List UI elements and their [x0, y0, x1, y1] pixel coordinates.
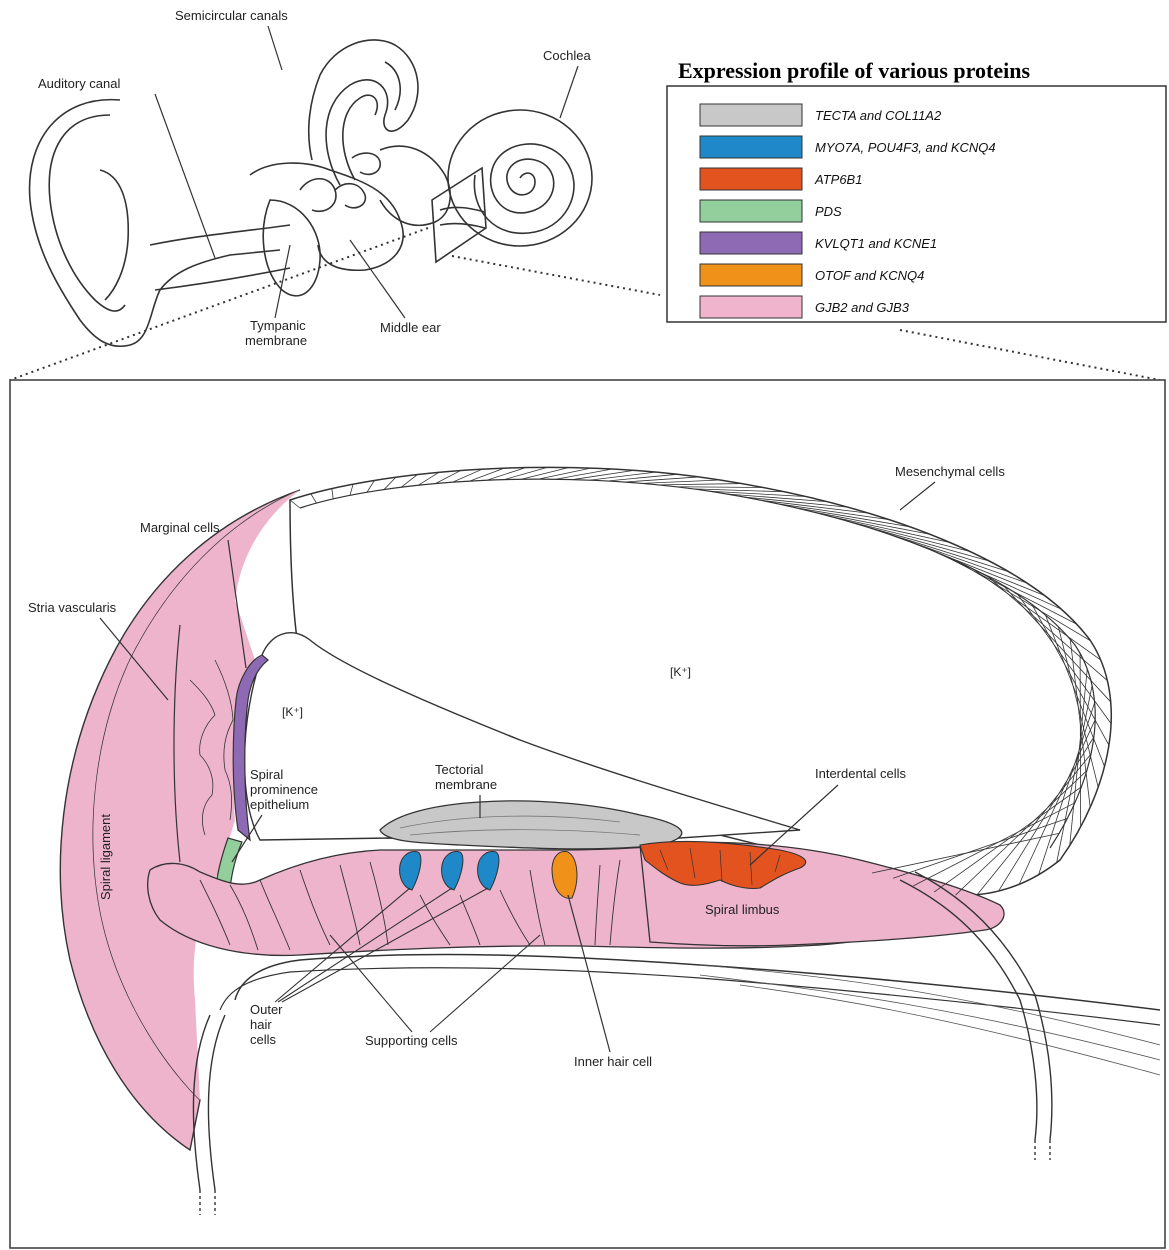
semicircular-canals-outer [309, 40, 418, 185]
cochlea-spiral [474, 144, 574, 233]
label-k-upper: [K⁺] [670, 665, 691, 679]
legend-swatch [700, 296, 802, 318]
legend-swatch [700, 264, 802, 286]
legend-item: KVLQT1 and KCNE1 [700, 232, 937, 254]
label-tectorial-1: Tectorial [435, 762, 484, 777]
label-spiral-ligament: Spiral ligament [98, 814, 113, 900]
leader-cochlea [560, 66, 578, 118]
label-supporting-cells: Supporting cells [365, 1033, 458, 1048]
legend-label: PDS [815, 204, 842, 219]
legend-label: KVLQT1 and KCNE1 [815, 236, 937, 251]
label-spiral-prominence-3: epithelium [250, 797, 309, 812]
label-outer-hair-2: hair [250, 1017, 272, 1032]
label-spiral-prominence-1: Spiral [250, 767, 283, 782]
tympanic-membrane-shape [263, 200, 320, 296]
label-semicircular-canals: Semicircular canals [175, 8, 288, 23]
leader-semicircular [268, 26, 282, 70]
legend-swatch [700, 232, 802, 254]
legend-item: PDS [700, 200, 842, 222]
vestibule [380, 146, 450, 225]
legend-label: MYO7A, POU4F3, and KCNQ4 [815, 140, 996, 155]
label-outer-hair-3: cells [250, 1032, 277, 1047]
legend-label: TECTA and COL11A2 [815, 108, 942, 123]
legend-label: ATP6B1 [814, 172, 862, 187]
label-cochlea: Cochlea [543, 48, 591, 63]
label-k-lower: [K⁺] [282, 705, 303, 719]
label-mesenchymal-cells: Mesenchymal cells [895, 464, 1005, 479]
label-spiral-limbus: Spiral limbus [705, 902, 780, 917]
legend-item: ATP6B1 [700, 168, 862, 190]
legend-label: OTOF and KCNQ4 [815, 268, 924, 283]
label-middle-ear: Middle ear [380, 320, 441, 335]
label-tectorial-2: membrane [435, 777, 497, 792]
label-stria-vascularis: Stria vascularis [28, 600, 117, 615]
pinna-inner [49, 115, 125, 311]
legend-title: Expression profile of various proteins [678, 58, 1030, 83]
pinna-outline [30, 100, 280, 347]
middle-ear-cavity [250, 163, 403, 270]
label-tympanic-2: membrane [245, 333, 307, 348]
legend: Expression profile of various proteins T… [667, 58, 1166, 322]
outer-hair-cells [400, 852, 499, 890]
label-inner-hair-cell: Inner hair cell [574, 1054, 652, 1069]
label-spiral-prominence-2: prominence [250, 782, 318, 797]
ossicles [300, 153, 380, 211]
label-auditory-canal: Auditory canal [38, 76, 120, 91]
legend-swatch [700, 200, 802, 222]
legend-item: TECTA and COL11A2 [700, 104, 942, 126]
legend-swatch [700, 104, 802, 126]
leader-tympanic [275, 245, 290, 318]
leader-middle-ear [350, 240, 405, 318]
label-interdental-cells: Interdental cells [815, 766, 907, 781]
legend-label: GJB2 and GJB3 [815, 300, 910, 315]
label-marginal-cells: Marginal cells [140, 520, 220, 535]
pinna-concha [100, 170, 128, 300]
legend-item: MYO7A, POU4F3, and KCNQ4 [700, 136, 996, 158]
label-tympanic-1: Tympanic [250, 318, 306, 333]
legend-swatch [700, 168, 802, 190]
legend-swatch [700, 136, 802, 158]
auditory-canal-top [150, 225, 290, 245]
ear-labels: Semicircular canals Cochlea Auditory can… [38, 8, 591, 348]
leader-auditory-canal [155, 94, 215, 258]
label-outer-hair-1: Outer [250, 1002, 283, 1017]
